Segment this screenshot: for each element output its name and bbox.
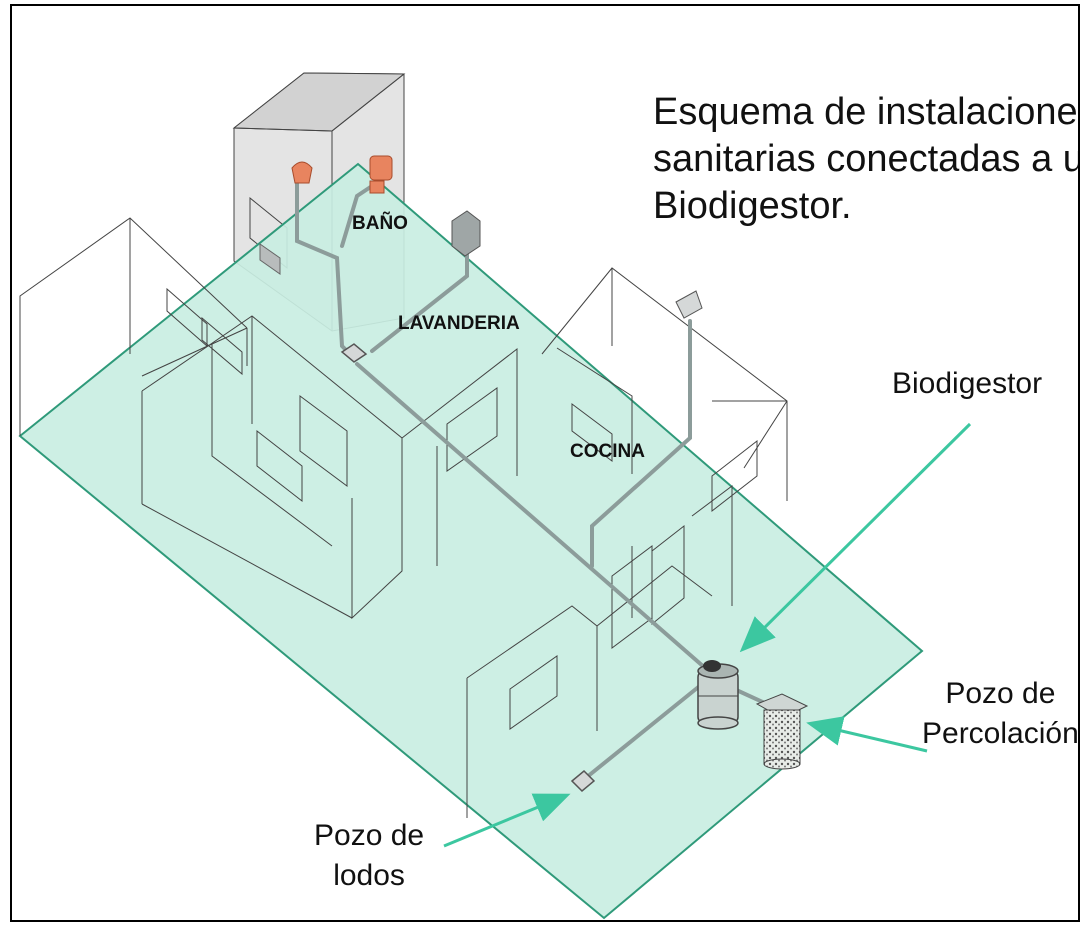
callout-biodigestor: Biodigestor xyxy=(892,367,1043,400)
room-label-lavanderia: LAVANDERIA xyxy=(398,313,520,334)
percolation-arrow xyxy=(806,716,928,753)
title-line-2: sanitarias conectadas a un xyxy=(653,138,1080,180)
kitchen-sink-icon xyxy=(675,290,703,319)
diagram-title: Esquema de instalaciones sanitarias cone… xyxy=(653,89,1080,230)
central-walls xyxy=(141,315,633,620)
floor-slab xyxy=(18,162,924,920)
drain-pipes xyxy=(295,174,769,783)
title-line-3: Biodigestor. xyxy=(653,185,852,227)
percolation-well-icon xyxy=(755,693,809,770)
biodigestor-tank-icon xyxy=(697,660,739,730)
right-room-walls xyxy=(541,267,788,513)
laundry-sink-icon xyxy=(451,210,481,257)
callout-pozo-lodos: Pozo de lodos xyxy=(314,816,424,896)
registry-box-icon xyxy=(340,343,368,363)
callout-pozo-percolacion: Pozo de Percolación xyxy=(922,674,1079,754)
room-label-cocina: COCINA xyxy=(570,441,645,462)
callout-pozo-lodos-line1: Pozo de xyxy=(314,819,425,852)
callout-pozo-lodos-line2: lodos xyxy=(333,859,405,892)
sludge-pit-arrow xyxy=(443,793,571,848)
front-walls xyxy=(466,485,733,818)
callout-pozo-percolacion-line1: Pozo de xyxy=(945,677,1056,710)
shower-tray-icon xyxy=(259,243,281,275)
room-label-bano: BAÑO xyxy=(352,213,408,234)
biodigestor-arrow xyxy=(739,422,972,653)
toilet-icon xyxy=(291,161,313,184)
sink-icon xyxy=(369,155,393,194)
house-isometric-drawing xyxy=(18,72,972,920)
sludge-pit-icon xyxy=(570,769,596,793)
left-room-walls xyxy=(19,217,248,436)
title-line-1: Esquema de instalaciones xyxy=(653,91,1080,133)
callout-pozo-percolacion-line2: Percolación xyxy=(922,717,1079,750)
diagram-frame: Esquema de instalaciones sanitarias cone… xyxy=(10,4,1080,922)
